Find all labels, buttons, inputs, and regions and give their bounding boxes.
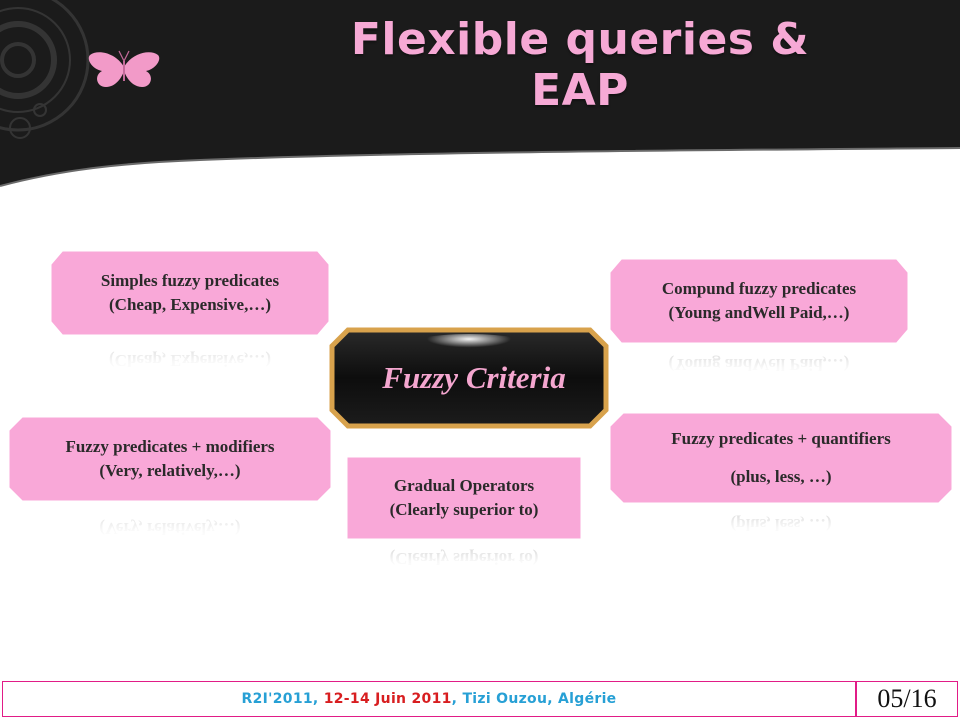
box-line1: Gradual Operators [393, 476, 535, 495]
header-band [0, 0, 960, 190]
butterfly-icon [86, 45, 162, 95]
box-gradual-operators: Gradual Operators (Clearly superior to) [344, 454, 584, 542]
center-fuzzy-criteria: Fuzzy Criteria [328, 326, 610, 430]
box-reflection: (Young andWell Paid,…) [607, 346, 911, 376]
box-line1: Simples fuzzy predicates [100, 271, 280, 290]
box-modifiers: Fuzzy predicates + modifiers (Very, rela… [6, 414, 334, 504]
footer-conference: R2I'2011, 12-14 Juin 2011, Tizi Ouzou, A… [2, 681, 856, 717]
box-line1: Fuzzy predicates + quantifiers [671, 429, 891, 448]
box-line2: (Cheap, Expensive,…) [109, 295, 271, 314]
slide-title: Flexible queries & EAP [350, 14, 810, 116]
box-line1: Compund fuzzy predicates [661, 279, 857, 298]
slide-number: 05/16 [856, 681, 958, 717]
box-line2: (plus, less, …) [730, 467, 832, 486]
box-simple-predicates: Simples fuzzy predicates (Cheap, Expensi… [48, 248, 332, 338]
box-reflection: (Clearly superior to) [344, 542, 584, 570]
box-line2: (Young andWell Paid,…) [668, 303, 850, 322]
center-label: Fuzzy Criteria [382, 360, 566, 395]
footer-location: , Tizi Ouzou, Algérie [451, 691, 617, 707]
box-reflection: (plus, less, …) [607, 506, 955, 536]
box-line1: Fuzzy predicates + modifiers [65, 437, 275, 456]
footer-dates: 12-14 Juin 2011 [323, 691, 452, 707]
box-reflection: (Cheap, Expensive,…) [48, 338, 332, 372]
footer-conf-name: R2I'2011 [241, 691, 313, 707]
box-line2: (Very, relatively,…) [99, 461, 241, 480]
footer-separator: , [312, 691, 324, 707]
box-line2: (Clearly superior to) [389, 500, 539, 519]
box-reflection: (Very, relatively,…) [6, 504, 334, 540]
box-quantifiers: Fuzzy predicates + quantifiers (plus, le… [607, 410, 955, 506]
box-compound-predicates: Compund fuzzy predicates (Young andWell … [607, 256, 911, 346]
